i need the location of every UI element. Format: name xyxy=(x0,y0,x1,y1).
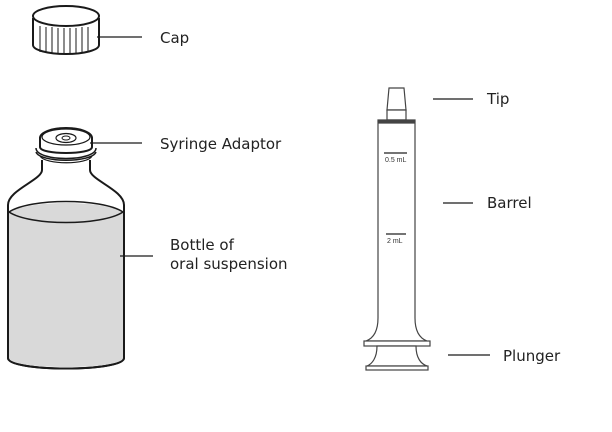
tip-label: Tip xyxy=(487,90,510,108)
bottle-label-line1: Bottle of xyxy=(170,236,234,254)
cap-label: Cap xyxy=(160,29,190,47)
bottle-illustration xyxy=(7,127,125,370)
syringe-mark-2ml: 2 mL xyxy=(387,238,403,245)
cap-illustration xyxy=(32,5,100,55)
syringe-adaptor-label: Syringe Adaptor xyxy=(160,135,282,153)
plunger-label: Plunger xyxy=(503,347,561,365)
syringe-illustration xyxy=(363,87,431,371)
barrel-label: Barrel xyxy=(487,194,532,212)
bottle-label-line2: oral suspension xyxy=(170,255,288,273)
syringe-mark-0-5ml: 0.5 mL xyxy=(385,157,407,164)
